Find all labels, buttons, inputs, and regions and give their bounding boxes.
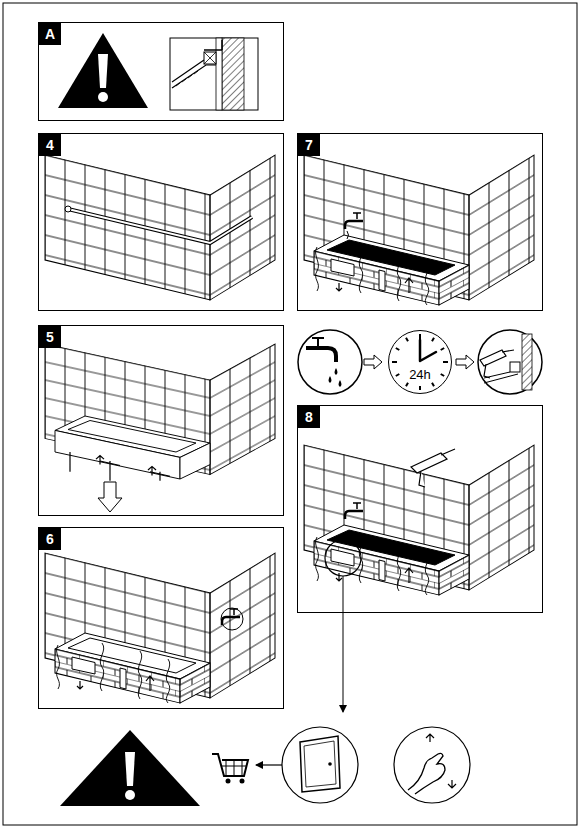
walled-bathtub [221,608,243,630]
step-panel: 6 [38,527,284,709]
wall-detail [170,38,258,110]
access-panel-icon [282,727,358,803]
caulking-icon [510,362,520,372]
filled-bathtub [316,245,429,305]
tiled-walls [45,155,275,300]
tiled-walls [65,206,71,212]
wall-detail [204,52,216,64]
bathtub-frame [96,456,156,476]
caulking-icon [480,350,514,378]
bathtub-frame [45,344,275,481]
step-panel: 4 [38,133,284,311]
down-arrow [98,482,122,512]
wall-detail [216,38,222,110]
caulking-icon [478,330,542,394]
step-number: 5 [39,326,61,348]
tiled-walls [68,209,252,243]
wall-detail [170,38,258,110]
shopping-cart-icon [226,779,231,784]
water-tap-icon [306,348,336,362]
step-arrow [456,355,474,369]
caulking-icon [522,334,532,390]
hand-icon [408,753,445,794]
step-panel: 7 [297,133,543,311]
wall-detail [204,52,216,64]
water-tap-icon [312,338,324,346]
caulking-icon [484,372,518,383]
tiled-walls [68,209,252,243]
filled-bathtub [304,155,534,305]
sealing-bathtub [314,525,469,595]
step-panel: A [38,22,284,121]
water-tap-icon [298,330,362,394]
step-number: 4 [39,134,61,156]
water-tap-icon [329,368,342,387]
filled-bathtub [345,213,363,229]
wall-detail [204,40,222,50]
step-number: A [39,23,61,45]
clock-face [420,340,436,361]
warning-sign [60,730,200,806]
step-arrow [364,355,382,369]
access-panel-icon [282,727,358,803]
sealing-bathtub [325,540,361,576]
step-number: 6 [39,528,61,550]
sealing-bathtub [316,535,429,595]
wall-detail [222,38,244,110]
access-panel-icon [328,762,332,766]
walled-bathtub [55,633,210,703]
warning-sign [98,92,108,102]
warning-sign [60,730,200,806]
shopping-cart-icon [212,754,248,776]
pointer-arrow [256,764,282,765]
shopping-cart-icon [240,779,245,784]
filled-bathtub [331,259,413,293]
filled-bathtub [347,231,349,239]
filled-bathtub [314,235,469,305]
access-panel-icon [304,741,336,787]
walled-bathtub [72,657,154,691]
bathtub-frame [70,452,170,481]
step-panel: 5 [38,325,284,516]
step-number: 7 [298,134,320,156]
warning-sign [98,54,108,88]
shopping-cart-icon [222,760,246,776]
tiled-walls [45,155,275,300]
walled-bathtub [45,553,275,703]
hand-icon [426,734,456,788]
leader-line [343,576,344,712]
bathtub-frame [55,416,210,479]
warning-sign [125,752,135,786]
wall-detail [176,71,198,86]
sealing-bathtub [411,449,455,487]
step-panel: 8 [297,405,543,613]
hand-icon [394,727,470,803]
step-number: 8 [298,406,320,428]
access-panel-icon [300,736,340,792]
sealing-bathtub [345,503,363,519]
clock-face [392,334,448,390]
hand-icon [394,727,470,803]
warning-sign [125,790,135,800]
walled-bathtub [57,643,170,703]
clock-face [392,334,448,390]
warning-sign [58,33,148,108]
shopping-cart-icon [212,754,248,784]
page-frame [3,3,577,825]
water-tap-icon [298,330,362,394]
warning-sign [58,33,148,108]
clock-circle: 24h [388,330,452,394]
wall-detail [172,60,216,88]
duration-label: 24h [408,367,432,382]
caulking-icon [478,330,542,394]
sealing-bathtub [304,445,534,595]
